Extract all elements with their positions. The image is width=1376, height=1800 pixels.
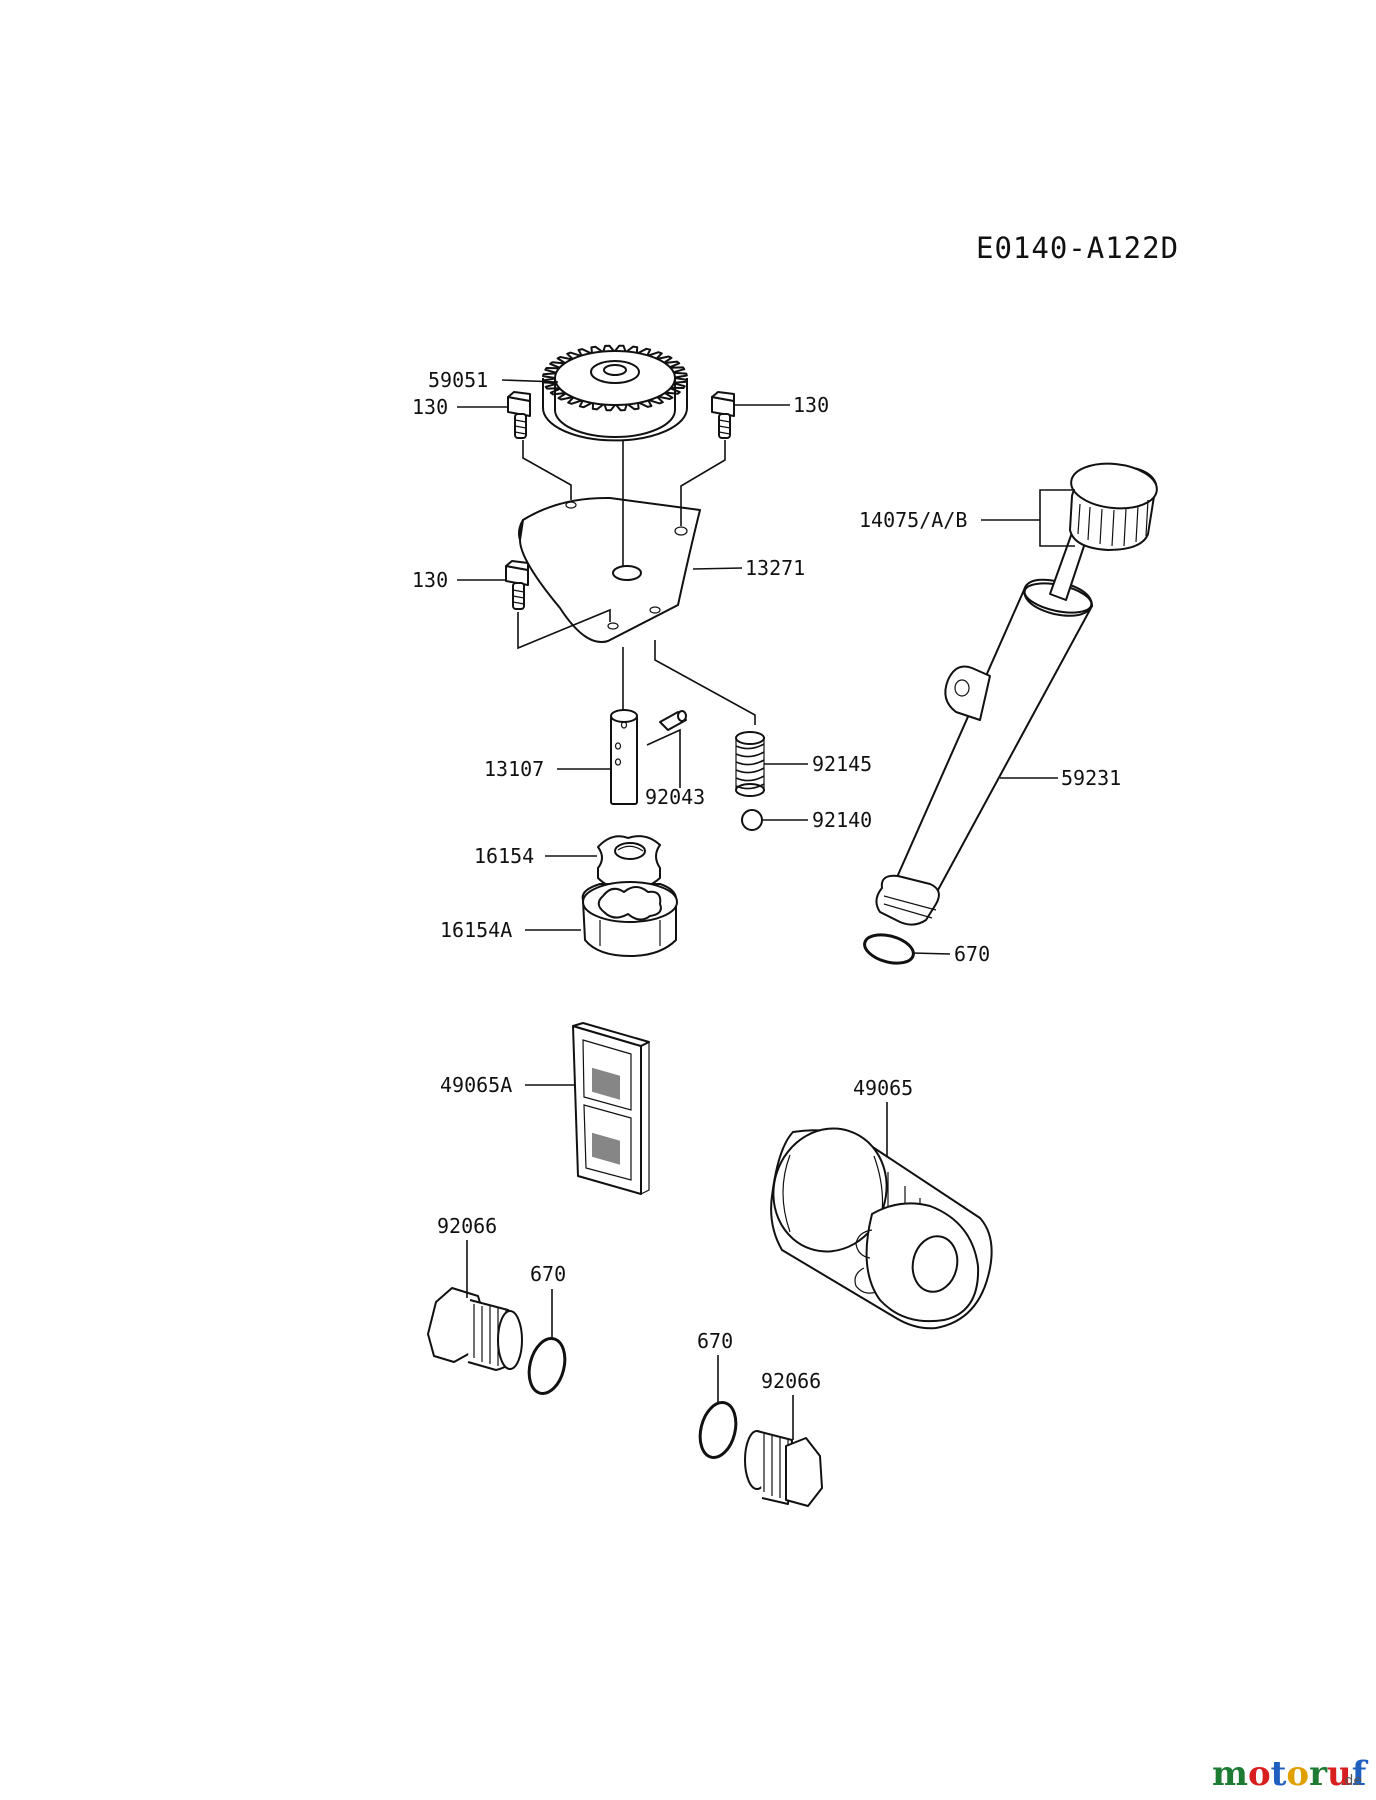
- bolt-130-top-right-shape: [711, 391, 735, 439]
- label-drain-plug-left: 92066: [437, 1214, 497, 1238]
- motoruf-watermark: motoruf .de: [1212, 1754, 1369, 1794]
- drain-plug-left-92066-shape: [427, 1287, 523, 1371]
- label-drain-plug-right: 92066: [761, 1369, 821, 1393]
- label-dipstick: 14075/A/B: [859, 508, 967, 532]
- oring-670-left-shape: [527, 1337, 567, 1395]
- gear-teeth-side: [542, 378, 688, 442]
- gear-59051-shape: [542, 344, 688, 442]
- inner-rotor-16154-shape: [597, 835, 661, 889]
- label-oring-right: 670: [697, 1329, 733, 1353]
- label-bolt-mid-left: 130: [412, 568, 448, 592]
- label-inner-rotor: 16154: [474, 844, 534, 868]
- label-bolt-top-right: 130: [793, 393, 829, 417]
- bolt-130-mid-left-shape: [505, 560, 529, 610]
- drain-plug-right-92066-shape: [744, 1430, 823, 1507]
- shaft-13107-shape: [610, 709, 638, 805]
- part-labels: 59051 130 130 130 13271 14075/A/B 13107 …: [412, 368, 1121, 1393]
- plate-13271-shape: [518, 496, 701, 643]
- label-oring-tube: 670: [954, 942, 990, 966]
- strainer-49065A-shape: [572, 1022, 650, 1195]
- label-shaft: 13107: [484, 757, 544, 781]
- spring-92145-shape: [735, 731, 765, 797]
- label-oring-left: 670: [530, 1262, 566, 1286]
- label-plate: 13271: [745, 556, 805, 580]
- label-bolt-top-left: 130: [412, 395, 448, 419]
- watermark-tld: .de: [1340, 1773, 1362, 1789]
- filler-tube-59231-shape: [875, 578, 1093, 926]
- watermark-letter: f: [1352, 1754, 1369, 1794]
- assembly-lines: [517, 440, 756, 765]
- bolt-130-top-left-shape: [507, 391, 531, 439]
- watermark-letter: o: [1286, 1754, 1309, 1794]
- leader-lines: [457, 379, 1075, 1440]
- oring-670-right-shape: [698, 1401, 738, 1459]
- label-spring: 92145: [812, 752, 872, 776]
- dipstick-14075-shape: [1049, 462, 1158, 601]
- pin-92043-shape: [659, 710, 687, 731]
- watermark-letter: t: [1271, 1754, 1287, 1794]
- oil-filter-49065-shape: [770, 1127, 993, 1330]
- label-strainer: 49065A: [440, 1073, 512, 1097]
- outer-rotor-16154A-shape: [581, 881, 678, 957]
- label-ball: 92140: [812, 808, 872, 832]
- label-outer-rotor: 16154A: [440, 918, 512, 942]
- ball-92140-shape: [741, 809, 763, 831]
- diagram-code: E0140-A122D: [976, 231, 1179, 265]
- label-oil-filter: 49065: [853, 1076, 913, 1100]
- watermark-letter: r: [1309, 1754, 1328, 1794]
- watermark-letter: o: [1248, 1754, 1271, 1794]
- watermark-brand: motoruf: [1212, 1754, 1369, 1794]
- label-pin: 92043: [645, 785, 705, 809]
- label-gear: 59051: [428, 368, 488, 392]
- oring-670-tube-shape: [863, 933, 915, 965]
- label-filler-tube: 59231: [1061, 766, 1121, 790]
- watermark-letter: m: [1212, 1754, 1248, 1794]
- watermark-letter: u: [1327, 1754, 1352, 1794]
